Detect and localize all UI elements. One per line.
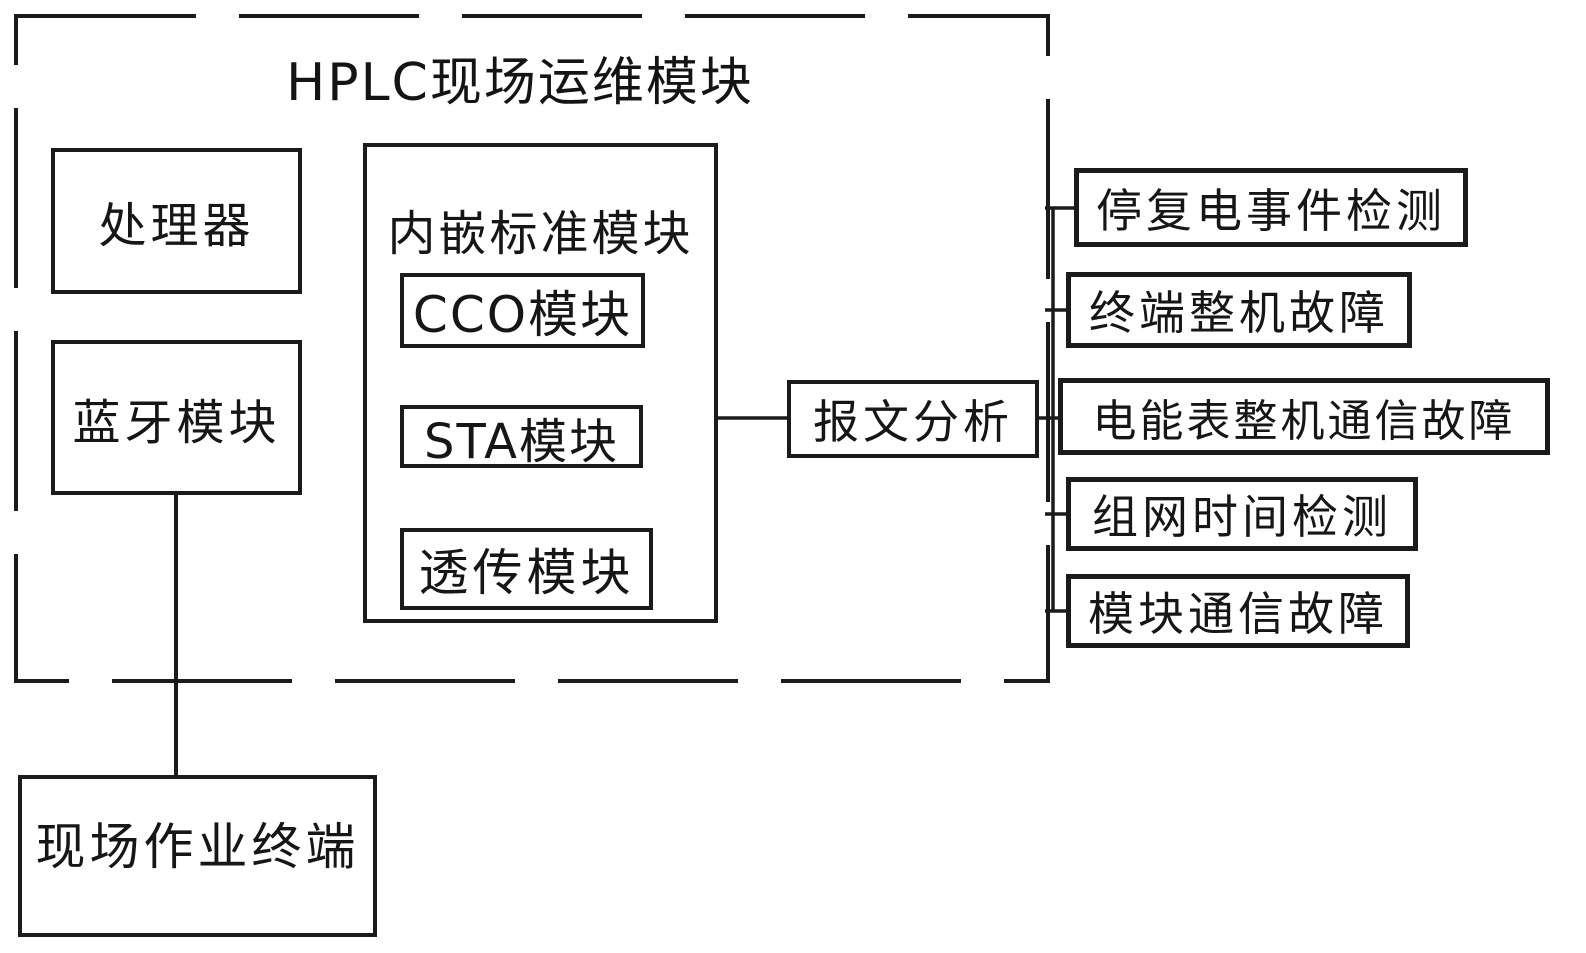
box-cco-module: CCO模块 [400,273,645,348]
box-message-analysis: 报文分析 [787,380,1039,458]
box-sta-module: STA模块 [400,405,643,470]
box-detection-network-time: 组网时间检测 [1066,477,1418,551]
box-detection-terminal-fault: 终端整机故障 [1066,272,1412,348]
outer-dashed-boundary [14,14,1050,683]
box-detection-meter-comm-fault: 电能表整机通信故障 [1058,378,1550,455]
box-detection-power-event: 停复电事件检测 [1074,168,1468,247]
diagram-title: HPLC现场运维模块 [286,53,754,113]
box-field-terminal: 现场作业终端 [18,775,377,937]
box-bluetooth: 蓝牙模块 [51,340,302,495]
embedded-standard-module-label: 内嵌标准模块 [387,206,694,262]
box-detection-module-comm-fault: 模块通信故障 [1066,574,1410,648]
box-processor: 处理器 [51,148,302,294]
box-transparent-module: 透传模块 [400,528,653,610]
